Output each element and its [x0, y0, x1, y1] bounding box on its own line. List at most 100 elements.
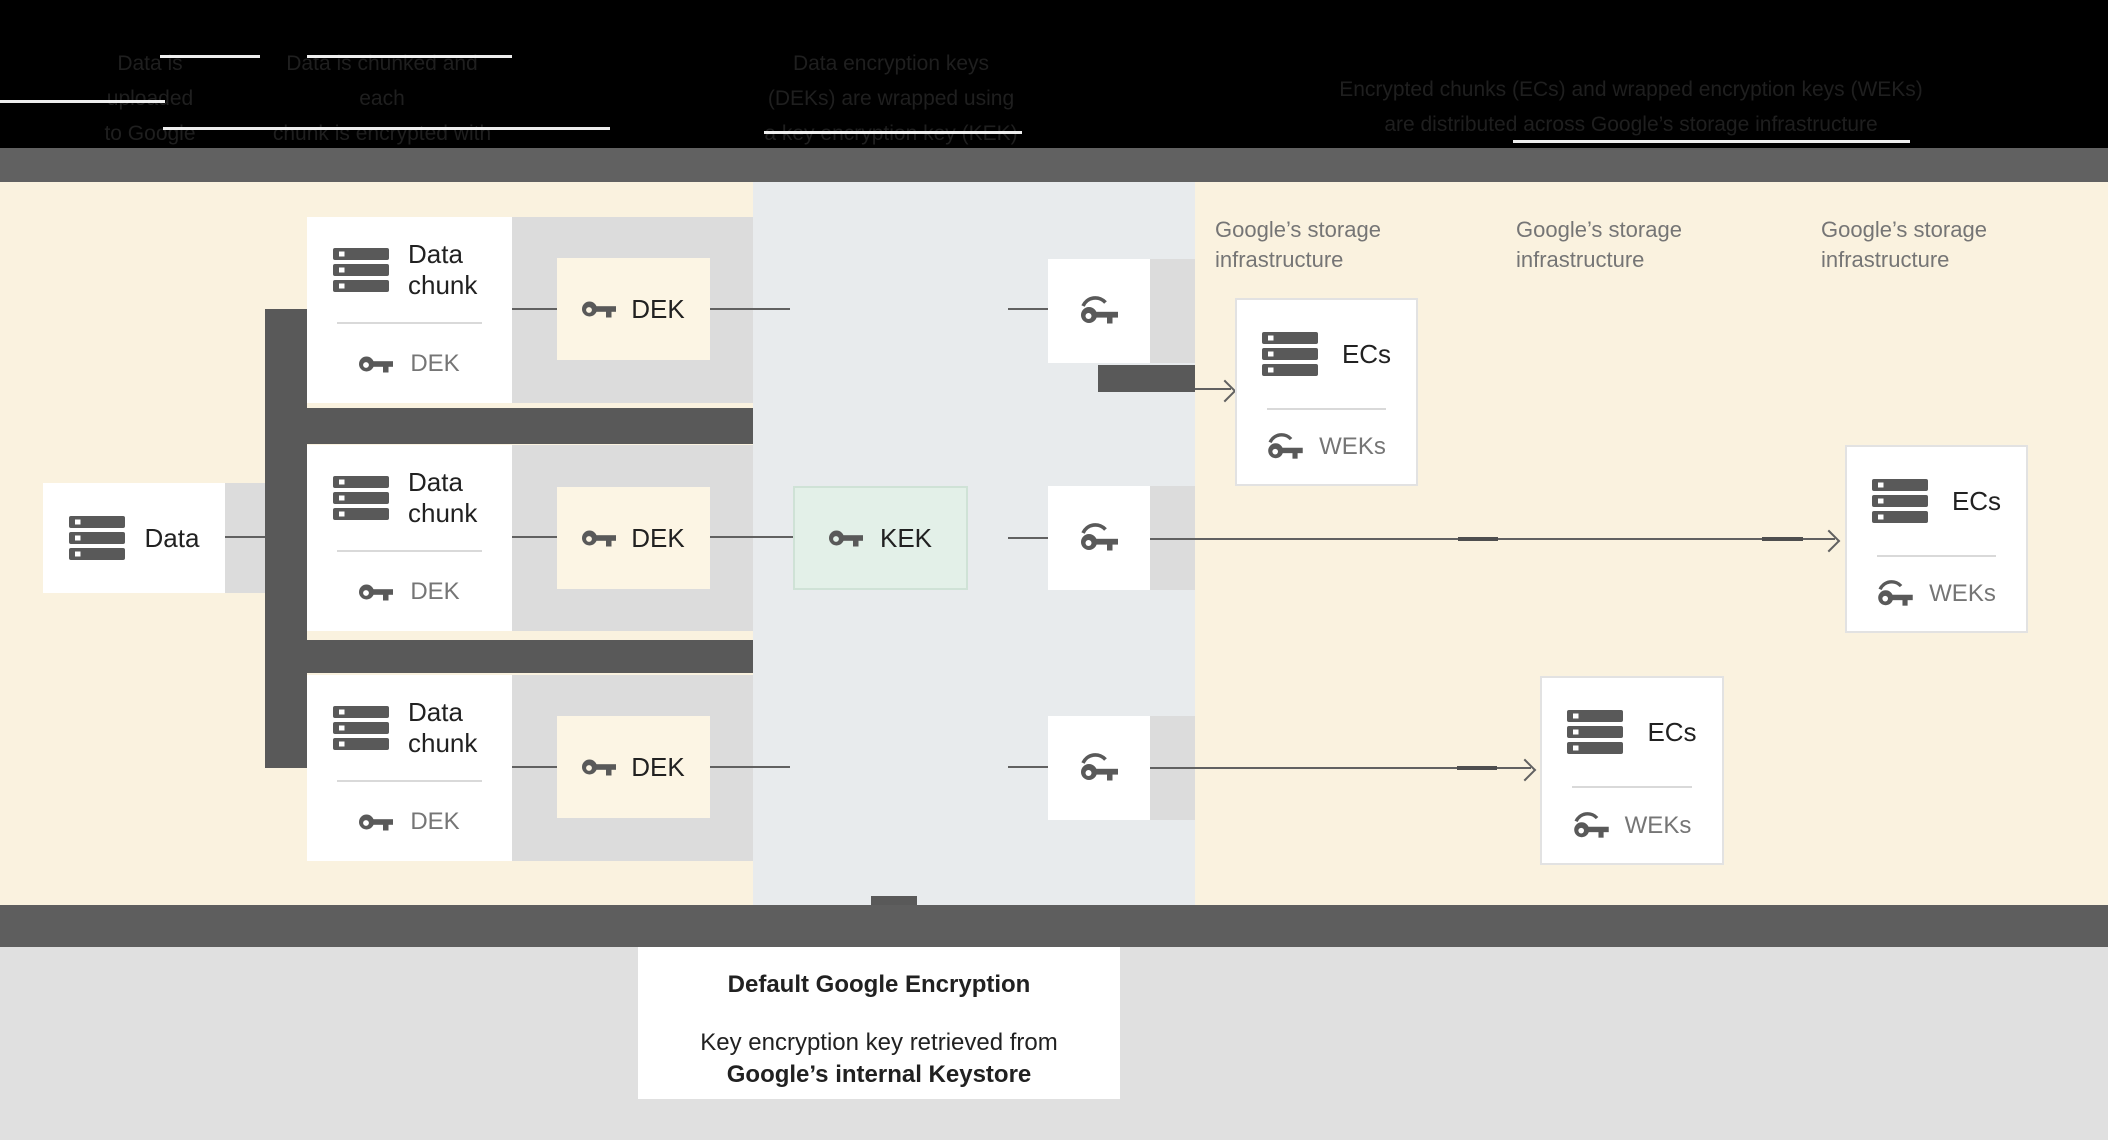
weks-label: WEKs	[1624, 811, 1692, 839]
diagram-canvas: Data Data chunk DEK	[0, 182, 2108, 905]
banner-step-4: Encrypted chunks (ECs) and wrapped encry…	[1310, 72, 1952, 142]
banner-line: Data is	[117, 52, 183, 75]
connector-dek3-out	[710, 766, 790, 768]
divider	[1267, 408, 1386, 410]
banner-line: Data encryption keys	[792, 52, 990, 75]
dek-box-3: DEK	[557, 716, 710, 818]
wrapped-key-box-2	[1048, 486, 1150, 590]
arrowhead-icon	[1513, 758, 1537, 782]
banner-artifact-line	[0, 100, 165, 103]
connector-chunk3-dek3	[512, 766, 557, 768]
dek-label: DEK	[631, 751, 685, 782]
ecs-box-3: ECs WEKs	[1540, 676, 1724, 865]
wrapped-key-icon	[1081, 296, 1118, 324]
banner-step-1: Data is uploaded to Google	[88, 46, 212, 151]
connector-data-trunk	[225, 536, 265, 538]
divider	[337, 550, 482, 552]
dek-box-2: DEK	[557, 487, 710, 589]
storage-infrastructure-label-3: Google’s storage infrastructure	[1821, 215, 1987, 275]
divider	[1572, 786, 1692, 788]
server-icon	[333, 475, 389, 520]
wrapped-key-box-1	[1048, 259, 1150, 363]
banner-step-3: Data encryption keys (DEKs) are wrapped …	[758, 46, 1024, 151]
storage-label-line: Google’s storage	[1516, 217, 1682, 242]
arrowhead-icon	[1213, 379, 1237, 403]
weks-label: WEKs	[1319, 433, 1386, 460]
connector-dek2-kek	[710, 536, 793, 538]
key-icon	[359, 356, 394, 372]
ecs-box-1: ECs WEKs	[1235, 298, 1418, 486]
caption-spacer	[638, 1001, 1120, 1027]
server-icon	[1261, 332, 1318, 376]
data-chunk-box-2: Data chunk DEK	[307, 445, 512, 631]
banner-line: (DEKs) are wrapped using	[767, 87, 1015, 110]
wrapped-key-box-3	[1048, 716, 1150, 820]
arrowhead-icon	[1817, 529, 1841, 553]
ecs-title: ECs	[1951, 485, 2002, 516]
arrow-key1-ecs1	[1195, 388, 1231, 390]
data-pipe-band	[225, 483, 265, 593]
data-chunk-box-3: Data chunk DEK	[307, 675, 512, 861]
chunk-key-label: DEK	[410, 807, 460, 835]
connector-chunk2-dek2	[512, 536, 557, 538]
connector-dek1-out	[710, 308, 790, 310]
arrow-key3-ecs3	[1150, 767, 1531, 769]
kek-box: KEK	[793, 486, 968, 590]
server-icon	[333, 705, 389, 750]
top-banner: Data is uploaded to Google Data is chunk…	[0, 0, 2108, 250]
key-icon	[582, 759, 617, 776]
weks-label: WEKs	[1929, 580, 1996, 607]
banner-artifact-line	[764, 131, 1022, 134]
divider	[1877, 555, 1996, 557]
storage-label-line: Google’s storage	[1215, 217, 1381, 242]
server-icon	[1567, 710, 1624, 754]
data-chunk-box-1: Data chunk DEK	[307, 217, 512, 403]
keystore-connector-notch	[871, 896, 917, 905]
banner-line: to Google	[104, 122, 196, 145]
storage-infrastructure-label-1: Google’s storage infrastructure	[1215, 215, 1381, 275]
connector-key2-in	[1008, 537, 1048, 539]
wrapped-key-pipe	[1098, 365, 1195, 392]
key-icon	[359, 814, 394, 830]
banner-line: are distributed across Google’s storage …	[1384, 113, 1878, 136]
data-box: Data	[43, 483, 225, 593]
key1-band	[1150, 259, 1195, 363]
footer-area: Default Google Encryption Key encryption…	[0, 947, 2108, 1140]
banner-artifact-line	[160, 55, 260, 58]
key-icon	[582, 530, 617, 547]
dek-label: DEK	[631, 522, 685, 553]
server-icon	[68, 516, 125, 560]
wrapped-key-icon	[1081, 753, 1118, 781]
key-icon	[828, 530, 863, 547]
server-icon	[1871, 479, 1928, 523]
wrapped-key-icon	[1878, 580, 1913, 606]
connector-chunk1-dek1	[512, 308, 557, 310]
server-icon	[333, 247, 389, 292]
chunk-label: Data chunk	[408, 238, 478, 300]
chunk-key-label: DEK	[410, 577, 460, 605]
key-icon	[359, 584, 394, 600]
caption-title: Default Google Encryption	[727, 971, 1031, 998]
banner-artifact-line	[307, 55, 512, 58]
caption-line: Google’s internal Keystore	[726, 1061, 1032, 1088]
ecs-title: ECs	[1647, 716, 1697, 747]
ecs-title: ECs	[1341, 338, 1392, 369]
storage-infrastructure-label-2: Google’s storage infrastructure	[1516, 215, 1682, 275]
chunk-distribution-branch-2	[265, 640, 753, 673]
storage-label-line: Google’s storage	[1821, 217, 1987, 242]
chunk-distribution-trunk	[265, 309, 307, 768]
caption-box: Default Google Encryption Key encryption…	[638, 947, 1120, 1099]
ecs-box-2: ECs WEKs	[1845, 445, 2028, 633]
chunk-distribution-branch-1	[265, 408, 753, 444]
key-icon	[582, 301, 617, 318]
chunk-key-label: DEK	[410, 349, 460, 377]
wrapped-key-icon	[1268, 433, 1303, 459]
chunk-label: Data chunk	[408, 696, 478, 758]
kek-label: KEK	[879, 522, 933, 553]
dek-box-1: DEK	[557, 258, 710, 360]
footer-divider-bar	[0, 905, 2108, 947]
connector-key3-in	[1008, 766, 1048, 768]
divider	[337, 780, 482, 782]
divider	[337, 322, 482, 324]
